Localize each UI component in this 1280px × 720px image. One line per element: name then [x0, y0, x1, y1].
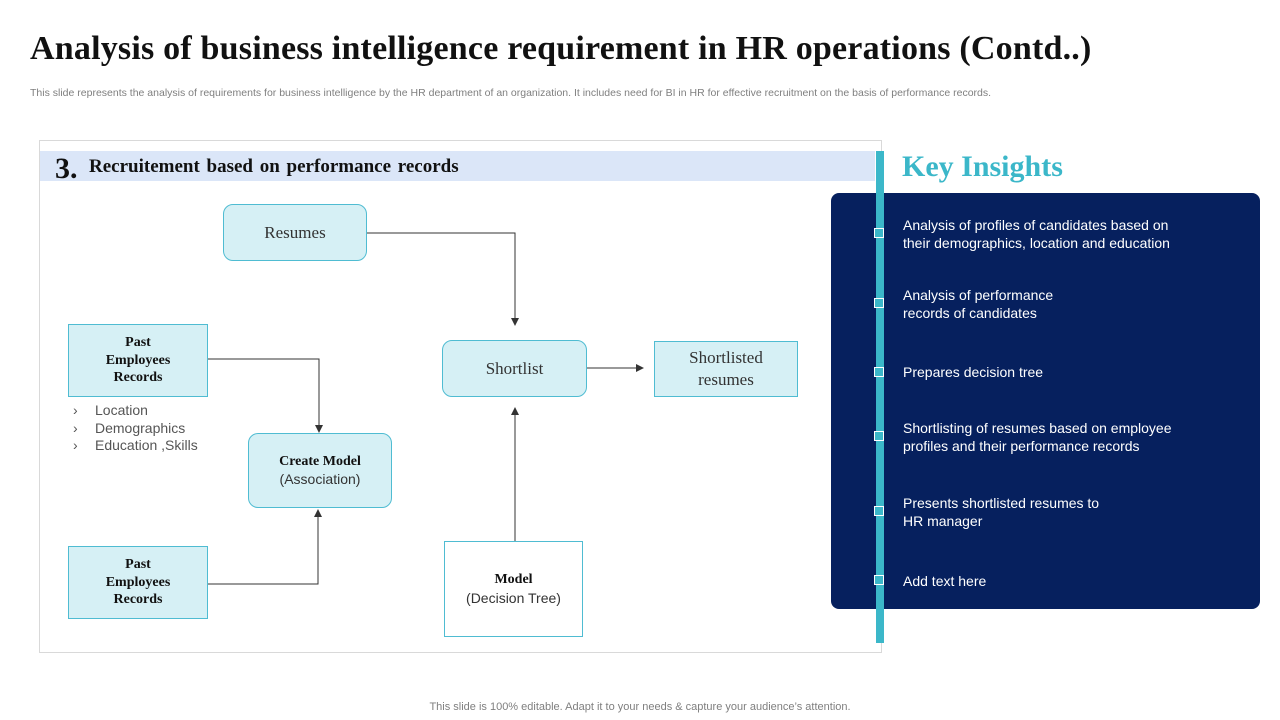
create-model-subtitle: (Association) — [279, 471, 361, 488]
past-employees-records-box-1: Past Employees Records — [68, 324, 208, 397]
page-subtitle: This slide represents the analysis of re… — [30, 87, 992, 99]
records-2-line1: Past — [125, 557, 151, 573]
timeline-marker-icon — [874, 431, 884, 441]
insight-item-6: Add text here — [903, 572, 1243, 590]
insight-item-5: Presents shortlisted resumes to HR manag… — [903, 494, 1243, 530]
shortlisted-label-line2: resumes — [698, 370, 754, 389]
attribute-demographics: Demographics — [95, 419, 186, 436]
create-model-title: Create Model — [279, 453, 361, 469]
shortlisted-resumes-box: Shortlisted resumes — [654, 341, 798, 397]
key-insights-timeline — [876, 151, 884, 643]
create-model-box: Create Model (Association) — [248, 433, 392, 508]
insight-item-4: Shortlisting of resumes based on employe… — [903, 419, 1243, 455]
footer-note: This slide is 100% editable. Adapt it to… — [429, 701, 851, 713]
past-employees-records-box-2: Past Employees Records — [68, 546, 208, 619]
timeline-marker-icon — [874, 228, 884, 238]
insight-item-2: Analysis of performance records of candi… — [903, 286, 1243, 322]
insight-3-line1: Prepares decision tree — [903, 364, 1044, 380]
key-insights-panel — [831, 193, 1260, 609]
insight-4-line2: profiles and their performance records — [903, 438, 1140, 454]
insight-5-line2: HR manager — [903, 513, 983, 529]
timeline-marker-icon — [874, 506, 884, 516]
timeline-marker-icon — [874, 298, 884, 308]
section-header-bar — [40, 151, 875, 181]
list-item: › Education ,Skills — [73, 437, 198, 455]
timeline-marker-icon — [874, 367, 884, 377]
attribute-list: › Location › Demographics › Education ,Skil… — [73, 402, 198, 455]
model-subtitle: (Decision Tree) — [466, 589, 561, 606]
insight-item-1: Analysis of profiles of candidates based… — [903, 216, 1243, 252]
shortlisted-label-line1: Shortlisted — [689, 348, 763, 367]
timeline-marker-icon — [874, 575, 884, 585]
insight-4-line1: Shortlisting of resumes based on employe… — [903, 420, 1172, 436]
records-1-line3: Records — [113, 370, 163, 386]
arrow-records2-to-create-model — [208, 509, 322, 585]
model-title: Model — [494, 572, 533, 588]
insight-1-line1: Analysis of profiles of candidates based… — [903, 217, 1169, 233]
insight-item-3: Prepares decision tree — [903, 363, 1243, 381]
list-item: › Location — [73, 402, 198, 420]
insight-2-line1: Analysis of performance — [903, 287, 1054, 303]
attribute-location: Location — [95, 402, 148, 418]
resumes-label: Resumes — [264, 222, 326, 242]
decision-tree-model-box: Model (Decision Tree) — [444, 541, 583, 637]
chevron-right-icon: › — [73, 402, 78, 418]
records-2-line3: Records — [113, 592, 163, 608]
records-2-line2: Employees — [105, 574, 171, 590]
key-insights-title: Key Insights — [902, 150, 1063, 183]
shortlist-box: Shortlist — [442, 340, 587, 397]
shortlist-label: Shortlist — [485, 358, 544, 378]
records-1-line2: Employees — [105, 352, 171, 368]
page-title: Analysis of business intelligence requir… — [30, 30, 1092, 67]
resumes-box: Resumes — [223, 204, 367, 261]
insight-5-line1: Presents shortlisted resumes to — [903, 495, 1100, 511]
arrow-resumes-to-shortlist — [367, 232, 519, 326]
insight-1-line2: their demographics, location and educati… — [903, 235, 1170, 251]
list-item: › Demographics — [73, 420, 198, 438]
insight-2-line2: records of candidates — [903, 305, 1037, 321]
records-1-line1: Past — [125, 335, 151, 351]
section-number: 3. — [55, 152, 78, 185]
insight-6-line1: Add text here — [903, 573, 987, 589]
chevron-right-icon: › — [73, 437, 78, 453]
attribute-education-skills: Education ,Skills — [95, 437, 198, 453]
chevron-right-icon: › — [73, 419, 78, 436]
arrow-records1-to-create-model — [208, 358, 323, 433]
section-title: Recruitement based on performance record… — [89, 156, 459, 177]
